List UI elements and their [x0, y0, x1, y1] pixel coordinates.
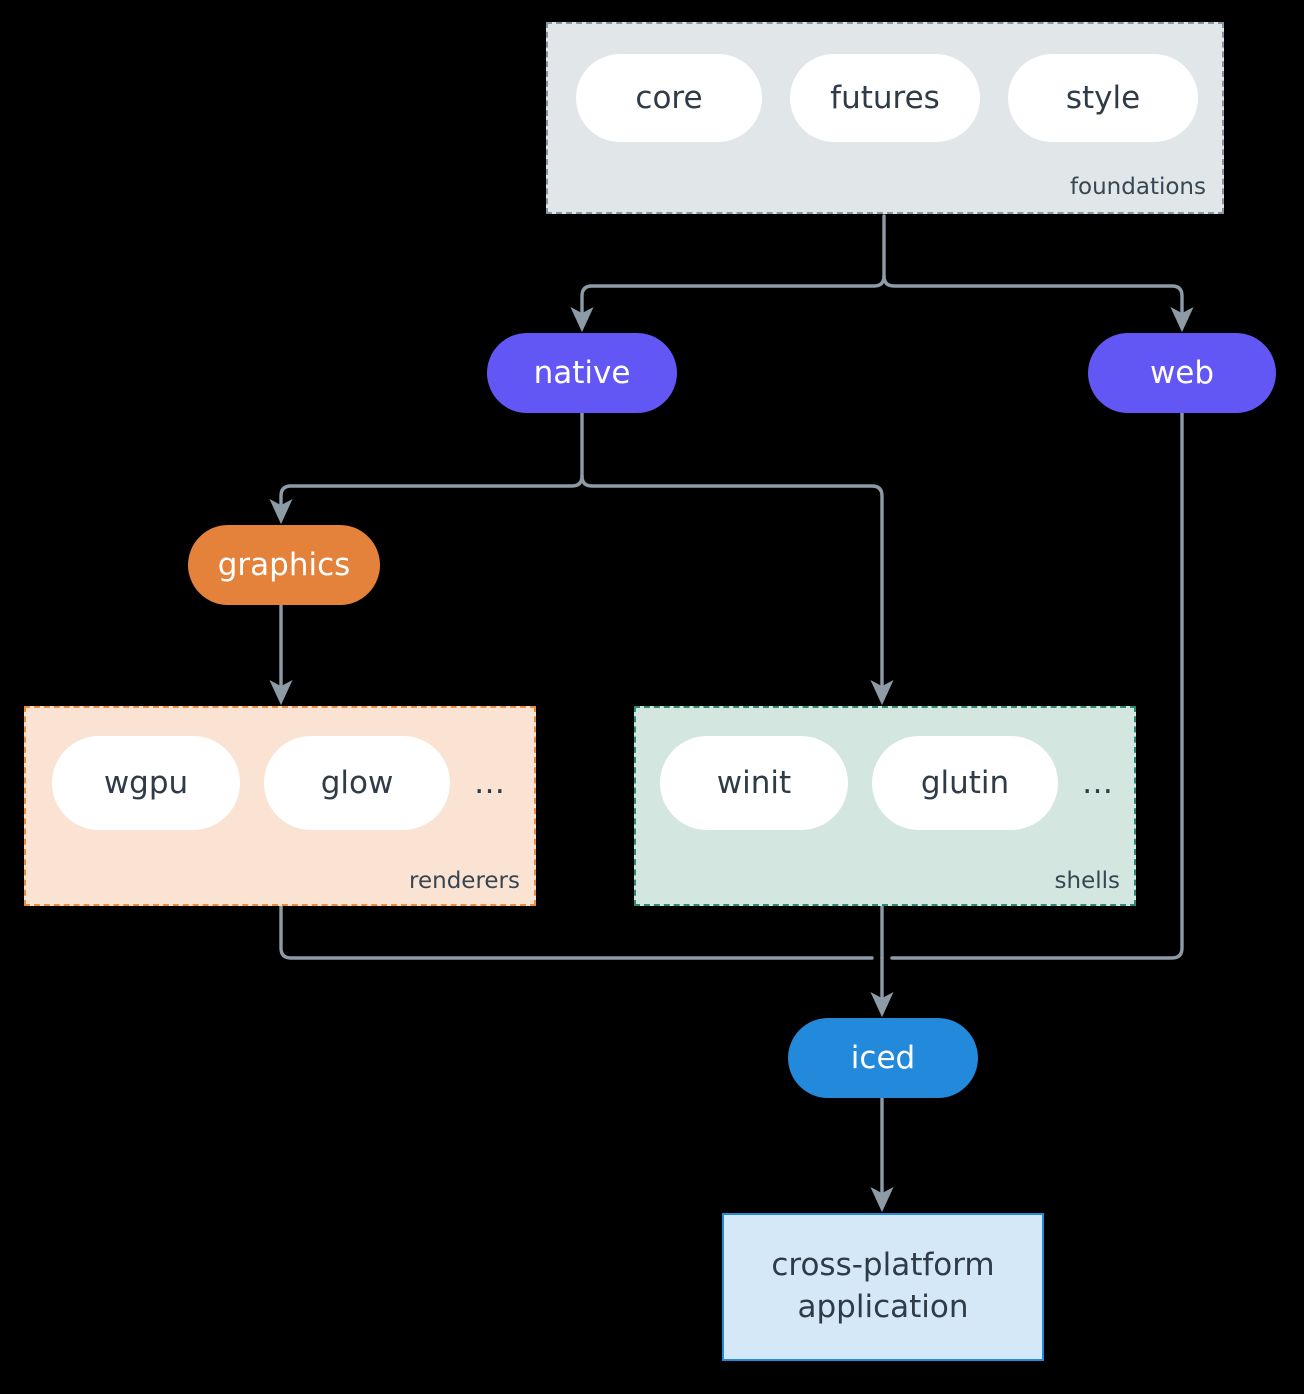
node-winit[interactable]: winit [660, 736, 848, 830]
edge-renderers-to-iced [279, 904, 874, 960]
edge-foundations-to-web [882, 274, 1194, 333]
node-wgpu[interactable]: wgpu [52, 736, 240, 830]
node-glutin[interactable]: glutin [872, 736, 1058, 830]
node-futures[interactable]: futures [790, 54, 980, 142]
node-iced[interactable]: iced [788, 1018, 978, 1098]
shells-overflow-ellipsis: … [1082, 765, 1114, 801]
edge-foundations-to-native [570, 274, 886, 333]
node-graphics[interactable]: graphics [188, 525, 380, 605]
node-style[interactable]: style [1008, 54, 1198, 142]
node-core[interactable]: core [576, 54, 762, 142]
node-glow[interactable]: glow [264, 736, 450, 830]
renderers-overflow-ellipsis: … [474, 765, 506, 801]
node-web[interactable]: web [1088, 333, 1276, 413]
edge-native-to-graphics [269, 474, 584, 525]
group-foundations: core futures style foundations [546, 22, 1224, 214]
application-line-2: application [797, 1289, 969, 1325]
application-line-1: cross-platform [771, 1247, 995, 1284]
group-label-foundations: foundations [1069, 174, 1206, 200]
edge-native-to-shells [580, 474, 894, 706]
group-renderers: wgpu glow … renderers [24, 706, 536, 906]
node-native[interactable]: native [487, 333, 677, 413]
group-shells: winit glutin … shells [634, 706, 1136, 906]
group-label-shells: shells [1054, 868, 1120, 894]
node-cross-platform-application[interactable]: cross-platform application [722, 1213, 1044, 1361]
group-label-renderers: renderers [409, 868, 520, 894]
